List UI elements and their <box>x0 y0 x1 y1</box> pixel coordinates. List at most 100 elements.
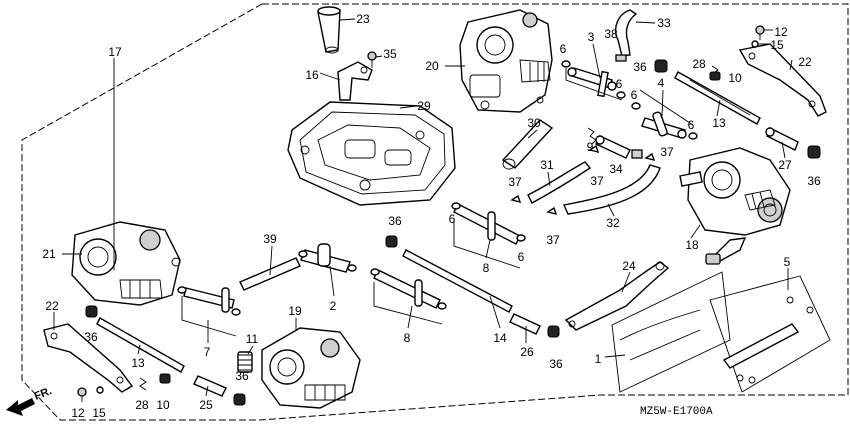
callout-c6e: 6 <box>449 212 456 226</box>
stay-bracket <box>337 61 373 101</box>
group-bracket-4 <box>639 89 694 126</box>
joint-pipe-7 <box>177 286 241 316</box>
callout-c16: 16 <box>305 68 319 82</box>
callout-c6d: 6 <box>688 118 695 132</box>
callout-c28a: 28 <box>692 57 706 71</box>
callout-c37a: 37 <box>660 145 674 159</box>
callout-c12b: 12 <box>71 406 85 420</box>
callout-c36e: 36 <box>235 369 249 383</box>
callout-c37d: 37 <box>546 233 560 247</box>
screw-35 <box>367 51 377 68</box>
callout-c36d: 36 <box>84 330 98 344</box>
callout-c8a: 8 <box>483 261 490 275</box>
callout-c13b: 13 <box>131 356 145 370</box>
cap-36-left <box>85 305 98 318</box>
callout-c19: 19 <box>288 304 302 318</box>
callout-c38: 38 <box>604 27 618 41</box>
link-plate-22-low <box>43 323 134 393</box>
joint-pipe-8-mid <box>451 202 526 245</box>
air-plenum <box>287 101 456 206</box>
callout-c22a: 22 <box>798 55 812 69</box>
joint-pipe-2 <box>298 243 357 273</box>
callout-c37b: 37 <box>508 175 522 189</box>
callout-c2: 2 <box>330 299 337 313</box>
callout-c25: 25 <box>199 398 213 412</box>
spring-28-10-low <box>139 373 171 391</box>
callout-c37c: 37 <box>590 174 604 188</box>
group-bracket-8-low <box>373 282 443 325</box>
front-direction-label: FR. <box>33 385 54 403</box>
callout-c15a: 15 <box>770 38 784 52</box>
cap-36-lower <box>233 393 246 406</box>
callout-c23: 23 <box>356 12 370 26</box>
callout-c8b: 8 <box>404 331 411 345</box>
callout-c6a: 6 <box>560 42 567 56</box>
fitting-34 <box>595 135 643 159</box>
callout-c15b: 15 <box>92 406 106 420</box>
callout-c6c: 6 <box>631 88 638 102</box>
carburetor-21 <box>71 221 181 306</box>
callout-c27: 27 <box>778 158 792 172</box>
callout-c6f: 6 <box>518 250 525 264</box>
link-plate-22-top <box>738 43 827 117</box>
rod-group-1 <box>611 271 731 393</box>
hose-30 <box>501 119 554 170</box>
callout-c30: 30 <box>527 116 541 130</box>
assembly-frame <box>21 3 849 421</box>
callout-c36b: 36 <box>807 174 821 188</box>
hose-31 <box>527 161 592 204</box>
carburetor-18 <box>679 147 791 265</box>
callout-c6b: 6 <box>616 77 623 91</box>
cap-36-mid <box>385 235 398 248</box>
washer-15-top <box>751 40 759 48</box>
joint-pipe-8-low <box>370 268 447 310</box>
carburetor-20 <box>459 9 553 113</box>
spring-11 <box>237 351 253 373</box>
callout-c20: 20 <box>425 59 439 73</box>
link-group-5 <box>709 275 831 393</box>
funnel <box>317 6 341 54</box>
cap-36-top <box>654 59 668 73</box>
callout-c31: 31 <box>540 158 554 172</box>
callout-c34: 34 <box>609 162 623 176</box>
callout-c28b: 28 <box>135 398 149 412</box>
group-bracket-8-mid <box>453 218 521 269</box>
clip-38 <box>615 54 627 62</box>
washer-15-low <box>96 386 104 394</box>
callout-c1: 1 <box>595 352 602 366</box>
callout-c14: 14 <box>493 331 507 345</box>
group-bracket-7 <box>181 296 237 337</box>
hose-33 <box>614 9 638 57</box>
clips-37 <box>510 144 656 215</box>
callout-c36a: 36 <box>633 60 647 74</box>
callout-c11: 11 <box>246 332 259 346</box>
callout-c9: 9 <box>587 140 594 154</box>
hose-32 <box>563 164 661 215</box>
screw-12-top <box>755 25 765 40</box>
diagram-code: MZ5W-E1700A <box>640 406 713 418</box>
callout-c24: 24 <box>622 259 636 273</box>
throttle-shaft-13-top <box>674 71 761 125</box>
rings-6-top <box>561 60 698 140</box>
callout-c39: 39 <box>263 232 277 246</box>
joint-pipe-3 <box>567 67 617 98</box>
spring-28-10-top <box>709 65 721 81</box>
callout-labels: 1234566666678891010111212131314151516171… <box>42 12 821 420</box>
pipe-27 <box>765 127 799 151</box>
front-direction-arrow-icon <box>6 398 35 416</box>
callout-c35: 35 <box>383 47 397 61</box>
callout-c33: 33 <box>657 16 671 30</box>
throttle-shaft-13-low <box>96 317 185 373</box>
callout-c26: 26 <box>520 345 534 359</box>
leader-lines <box>53 18 793 397</box>
callout-c10a: 10 <box>728 71 742 85</box>
cap-36-right <box>807 145 821 159</box>
callout-c3: 3 <box>588 30 595 44</box>
spring-9 <box>587 127 597 145</box>
callout-c32: 32 <box>606 216 620 230</box>
callout-c18: 18 <box>685 238 699 252</box>
cap-36-bottom <box>547 325 560 338</box>
callout-c21: 21 <box>42 247 56 261</box>
throttle-link-24 <box>564 261 670 331</box>
callout-c36f: 36 <box>549 357 563 371</box>
